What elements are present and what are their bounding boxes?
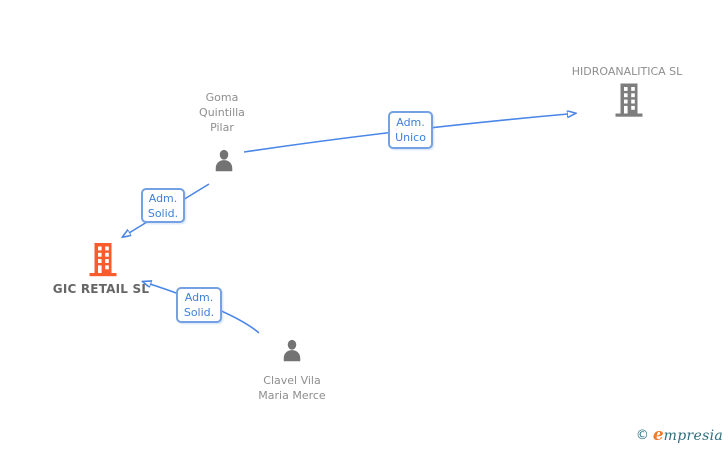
edge-label-adm-solid-goma: Adm. Solid.	[141, 188, 185, 223]
edge-label-line: Solid.	[183, 306, 215, 319]
edge-label-line: Adm.	[148, 191, 178, 205]
building-icon-gic-retail[interactable]	[86, 242, 120, 277]
empresia-brand-initial: e	[652, 425, 664, 445]
building-icon-hidroanalitica[interactable]	[612, 82, 646, 118]
person-icon-goma[interactable]	[209, 146, 239, 176]
node-label-gic-retail: GIC RETAIL SL	[11, 282, 191, 297]
edge-label-adm-solid-clavel: Adm. Solid.	[176, 287, 222, 323]
edge-label-line: Solid.	[147, 206, 179, 220]
copyright-icon: ©	[635, 428, 649, 443]
node-label-line: Pilar	[210, 121, 234, 134]
edge-label-adm-unico: Adm. Unico	[388, 111, 433, 149]
node-label-line: Maria Merce	[258, 389, 326, 402]
edge-label-line: Unico	[395, 131, 426, 144]
node-label-clavel: Clavel Vila Maria Merce	[212, 373, 372, 403]
node-label-line: Quintilla	[199, 106, 245, 119]
node-label-line: Goma	[205, 91, 239, 104]
company-name: HIDROANALITICA SL	[571, 65, 683, 78]
edge-label-line: Adm.	[396, 116, 425, 129]
node-label-goma-quintilla-pilar: Goma Quintilla Pilar	[142, 90, 302, 135]
company-name: GIC RETAIL SL	[52, 282, 150, 296]
empresia-brand-text: mpresia	[663, 428, 723, 444]
node-label-line: Clavel Vila	[263, 374, 321, 387]
person-icon-clavel[interactable]	[277, 336, 307, 366]
edge-label-line: Adm.	[184, 291, 214, 304]
empresia-watermark: ©empresia	[636, 425, 723, 445]
node-label-hidroanalitica: HIDROANALITICA SL	[527, 64, 727, 79]
